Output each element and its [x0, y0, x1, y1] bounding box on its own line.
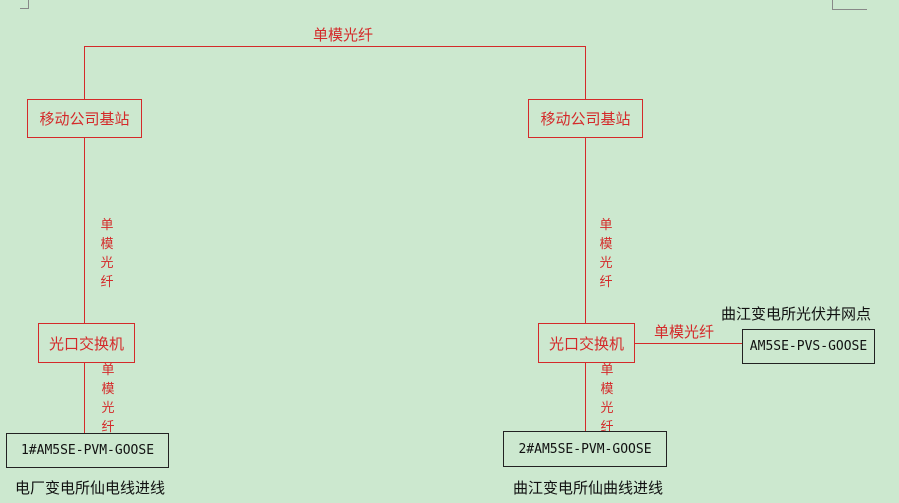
page-corner-mark-left — [20, 0, 29, 9]
side-fiber-label: 单模光纤 — [654, 323, 715, 341]
top-fiber-label: 单模光纤 — [313, 26, 374, 44]
top-fiber-link — [84, 46, 586, 47]
top-link-right-drop — [585, 46, 586, 100]
right-device-box: 2#AM5SE-PVM-GOOSE — [503, 431, 667, 467]
left-lower-fiber-label: 单模光纤 — [101, 363, 115, 435]
right-device-caption: 曲江变电所仙曲线进线 — [513, 479, 664, 497]
left-device-box: 1#AM5SE-PVM-GOOSE — [6, 433, 169, 468]
left-upper-fiber-label: 单模光纤 — [100, 218, 114, 290]
pv-device-box: AM5SE-PVS-GOOSE — [742, 329, 875, 364]
pv-point-caption: 曲江变电所光伏并网点 — [721, 305, 872, 323]
right-base-station: 移动公司基站 — [528, 99, 643, 138]
right-optical-switch: 光口交换机 — [538, 323, 635, 363]
left-device-caption: 电厂变电所仙电线进线 — [15, 479, 166, 497]
right-upper-fiber-label: 单模光纤 — [599, 218, 613, 290]
left-optical-switch: 光口交换机 — [38, 323, 135, 363]
page-corner-mark-right — [832, 0, 867, 10]
left-lower-fiber-link — [84, 362, 85, 434]
right-lower-fiber-label: 单模光纤 — [600, 363, 614, 435]
left-base-station: 移动公司基站 — [27, 99, 142, 138]
top-link-left-drop — [84, 46, 85, 100]
right-lower-fiber-link — [585, 362, 586, 434]
side-fiber-link — [635, 343, 743, 344]
left-upper-fiber-link — [84, 137, 85, 324]
right-upper-fiber-link — [585, 137, 586, 324]
